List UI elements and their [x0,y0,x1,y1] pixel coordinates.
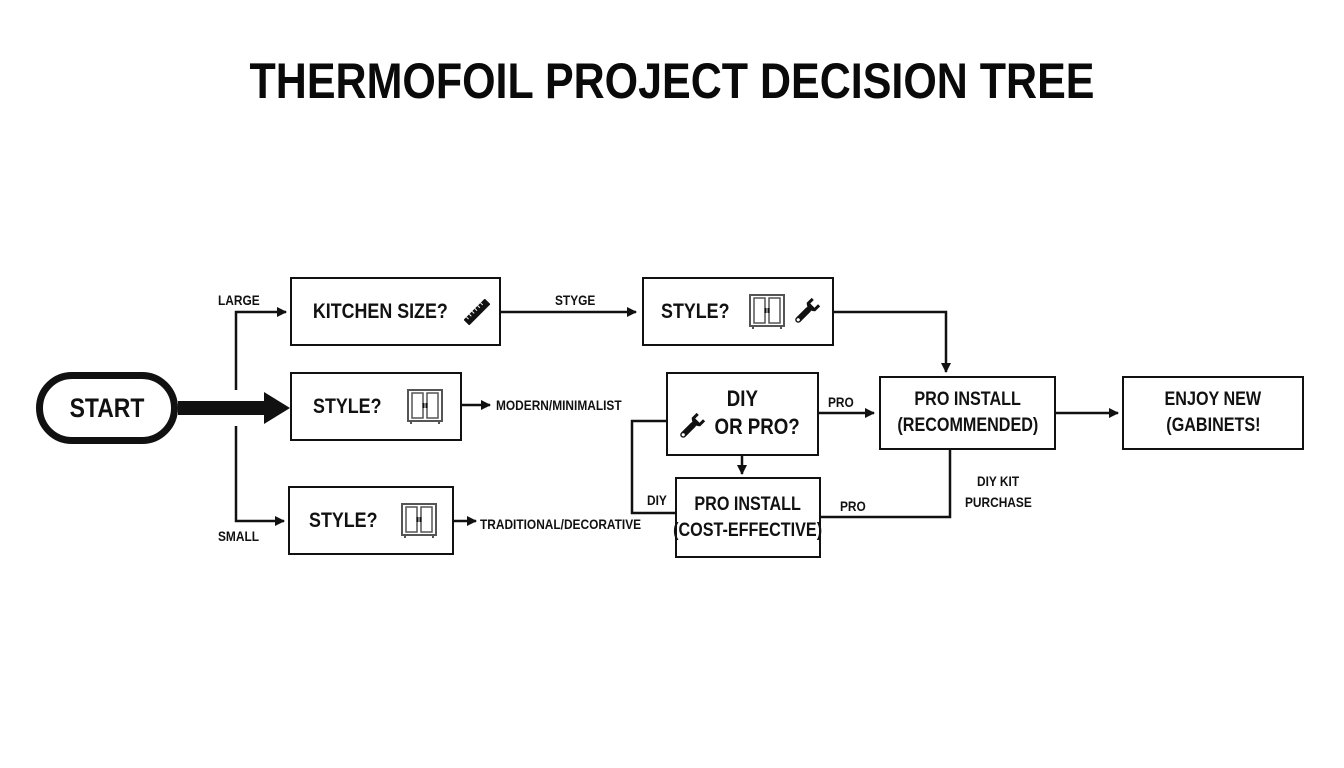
start-label: START [69,392,145,423]
diy-or-pro-line1: DIY [726,386,759,411]
wrench-icon [795,297,821,323]
pro-install-recommended-node: PRO INSTALL (RECOMMENDED) [879,376,1056,450]
kitchen-size-node: KITCHEN SIZE? [290,277,501,346]
edge-label-traditional-decorative: TRADITIONAL/DECORATIVE [480,516,642,532]
cabinet-icon [749,293,786,329]
style-label: STYLE? [660,299,730,323]
style-node-top: STYLE? [642,277,834,346]
edge-label-small: SMALL [218,528,259,544]
pro-install-rec-line2: (RECOMMENDED) [897,415,1038,436]
style-label: STYLE? [308,508,378,532]
enjoy-line1: ENJOY NEW [1164,389,1262,410]
edge-label-modern-minimalist: MODERN/MINIMALIST [496,397,622,413]
edge-label-pro-top: PRO [828,394,854,410]
edge-label-large: LARGE [218,292,260,308]
style-node-middle: STYLE? [290,372,462,441]
edge-label-pro-bottom: PRO [840,498,866,514]
cabinet-icon [407,388,444,424]
style-label: STYLE? [312,394,382,418]
wrench-icon [680,412,706,438]
style-node-bottom: STYLE? [288,486,454,555]
pro-install-rec-line1: PRO INSTALL [914,389,1021,410]
diy-or-pro-line2: OR PRO? [714,414,801,439]
pro-install-cost-effective-node: PRO INSTALL (COST-EFFECTIVE) [673,477,823,558]
cabinet-icon [401,502,438,538]
pro-install-cost-line1: PRO INSTALL [694,493,802,515]
diy-or-pro-node: DIY OR PRO? [666,372,819,456]
enjoy-new-cabinets-node: ENJOY NEW (GABINETS! [1122,376,1304,450]
edge-label-styge: STYGE [555,292,596,308]
diagram-title: THERMOFOIL PROJECT DECISION TREE [249,53,1095,109]
edge-label-diy-kit-line2: PURCHASE [965,494,1032,510]
kitchen-size-label: KITCHEN SIZE? [313,299,448,323]
start-node: START [36,372,178,444]
edge-label-diy-kit-line1: DIY KIT [977,473,1020,489]
enjoy-line2: (GABINETS! [1165,415,1261,436]
edge-label-diy: DIY [647,492,667,508]
ruler-icon [463,298,490,325]
pro-install-cost-line2: (COST-EFFECTIVE) [673,519,823,541]
